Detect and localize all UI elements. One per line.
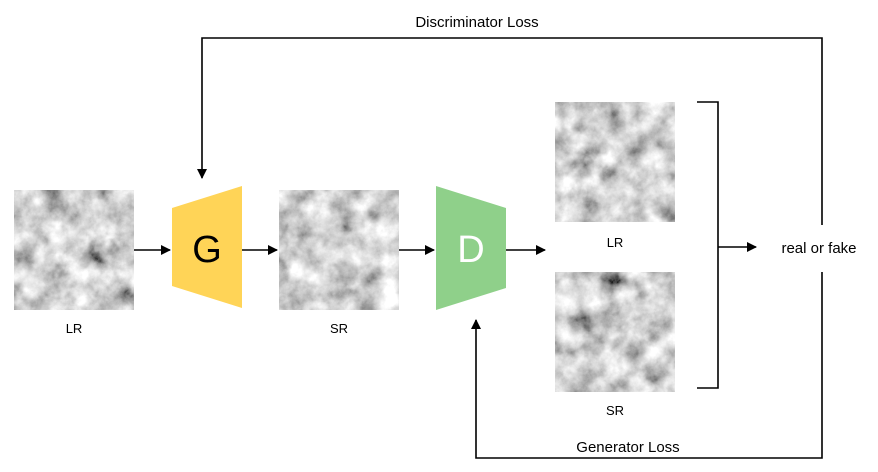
decision-label: real or fake [781, 240, 856, 257]
pair-lr-image [555, 102, 675, 222]
pair-sr-label: SR [606, 403, 624, 418]
generator-loss-label: Generator Loss [576, 439, 679, 456]
discriminator-block [436, 186, 506, 310]
sr-label: SR [330, 321, 348, 336]
generator-block [172, 186, 242, 308]
generator-loss-path [471, 272, 823, 459]
discriminator-loss-label: Discriminator Loss [415, 14, 538, 31]
input-lr-label: LR [66, 321, 83, 336]
sr-image [279, 190, 399, 310]
input-lr-image [14, 190, 134, 310]
pair-bracket [697, 101, 719, 389]
pair-lr-label: LR [607, 235, 624, 250]
pair-sr-image [555, 272, 675, 392]
discriminator-letter: D [457, 229, 484, 271]
generator-letter: G [192, 229, 222, 271]
discriminator-loss-path [197, 37, 823, 225]
